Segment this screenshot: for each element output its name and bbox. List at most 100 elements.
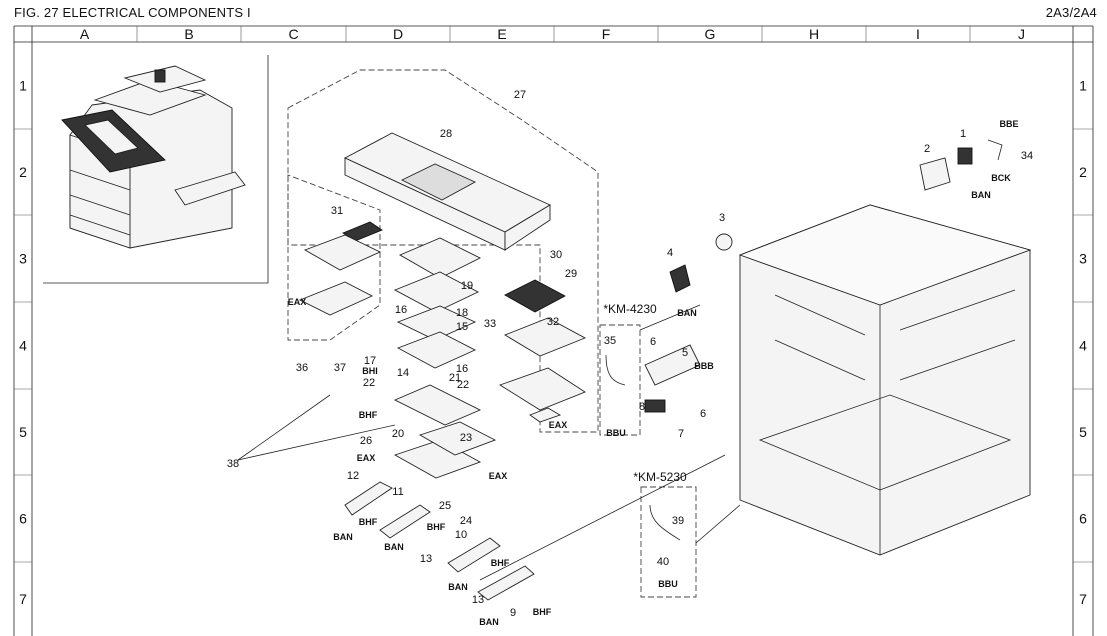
lcd-stack: [393, 237, 482, 426]
row-label-right-7: 7: [1079, 591, 1087, 607]
column-label-a: A: [80, 26, 90, 42]
callout-c21: 21: [449, 372, 461, 384]
row-label-left-2: 2: [19, 164, 27, 180]
callout-c31: 31: [331, 205, 343, 217]
screw-code-s_bhf1: BHF: [359, 410, 378, 420]
callout-c16a: 16: [395, 304, 407, 316]
screw-code-s_ban3: BAN: [448, 582, 468, 592]
parts: [237, 132, 1032, 601]
callout-c11: 11: [392, 486, 403, 498]
leader-lines: [237, 304, 741, 581]
screw-code-s_bbu1: BBU: [606, 428, 626, 438]
callout-c10: 10: [455, 529, 467, 541]
callout-c19: 19: [461, 280, 473, 292]
brackets-5-6-7: [644, 344, 701, 413]
screw-code-s_eax4: EAX: [489, 471, 508, 481]
row-label-left-4: 4: [19, 338, 27, 354]
model-note-n4230: *KM-4230: [603, 302, 657, 316]
column-label-b: B: [184, 26, 193, 42]
row-label-left-1: 1: [19, 78, 27, 94]
items-3-4: [669, 233, 733, 293]
group-outlines: [287, 69, 697, 598]
callout-c22b: 22: [457, 379, 469, 391]
callout-c40: 40: [657, 556, 669, 568]
callout-c30: 30: [550, 249, 562, 261]
callout-c36: 36: [296, 362, 308, 374]
machine-frame: [738, 204, 1032, 556]
callout-c8: 8: [639, 401, 645, 413]
screw-code-s_eax2: EAX: [357, 453, 376, 463]
screw-code-s_ban5: BAN: [971, 190, 991, 200]
column-label-i: I: [916, 26, 920, 42]
screw-code-s_ban6: BAN: [677, 308, 697, 318]
row-label-right-3: 3: [1079, 251, 1087, 267]
row-label-right-2: 2: [1079, 164, 1087, 180]
callout-c6b: 6: [700, 408, 706, 420]
callout-c34: 34: [1021, 150, 1033, 162]
model-note-n5230: *KM-5230: [633, 470, 687, 484]
harnesses: [605, 354, 681, 541]
callout-c1: 1: [960, 128, 966, 140]
brackets: [344, 481, 535, 601]
row-label-left-6: 6: [19, 511, 27, 527]
callout-c5: 5: [682, 347, 688, 359]
callout-c15: 15: [456, 321, 468, 333]
screw-code-s_bbu2: BBU: [658, 579, 678, 589]
model-note-labels: *KM-4230 *KM-5230: [603, 302, 687, 484]
callout-c22a: 22: [363, 377, 375, 389]
screw-code-s_eax3: EAX: [549, 420, 568, 430]
callout-c35: 35: [604, 335, 616, 347]
screw-code-s_bhi: BHI: [362, 366, 378, 376]
column-label-d: D: [393, 26, 403, 42]
screw-code-s_ban1: BAN: [333, 532, 353, 542]
row-label-right-4: 4: [1079, 338, 1087, 354]
callout-c26: 26: [360, 435, 372, 447]
column-label-h: H: [809, 26, 819, 42]
callout-c7: 7: [678, 428, 684, 440]
callout-c18: 18: [456, 307, 468, 319]
row-dividers: [14, 128, 1093, 563]
row-label-left-7: 7: [19, 591, 27, 607]
screw-code-s_eax1: EAX: [288, 297, 307, 307]
copier-illustration: [61, 65, 246, 249]
callout-c16b: 16: [456, 363, 468, 375]
column-label-e: E: [497, 26, 506, 42]
figure-title: FIG. 27 ELECTRICAL COMPONENTS I: [14, 5, 251, 20]
callout-c20: 20: [392, 428, 404, 440]
row-label-right-6: 6: [1079, 511, 1087, 527]
callout-c25: 25: [439, 500, 451, 512]
column-dividers: [136, 26, 971, 42]
callout-c17: 17: [364, 355, 376, 367]
callout-c33: 33: [484, 318, 496, 330]
screw-code-s_ban2: BAN: [384, 542, 404, 552]
callout-c13a: 13: [420, 553, 432, 565]
column-label-j: J: [1018, 26, 1025, 42]
callout-c6a: 6: [650, 336, 656, 348]
column-label-f: F: [602, 26, 611, 42]
figure-code: 2A3/2A4: [1045, 5, 1097, 20]
operation-panel: [343, 132, 551, 251]
screw-code-s_bhf2: BHF: [359, 517, 378, 527]
callout-c27: 27: [514, 89, 526, 101]
screw-code-s_bhf4: BHF: [491, 558, 510, 568]
callout-c23: 23: [460, 432, 472, 444]
screw-code-s_bhf5: BHF: [533, 607, 552, 617]
callout-c32: 32: [547, 316, 559, 328]
row-label-right-5: 5: [1079, 424, 1087, 440]
callout-c39: 39: [672, 515, 684, 527]
pcb-lower: [393, 421, 497, 479]
callout-c4: 4: [667, 247, 673, 259]
row-label-left-5: 5: [19, 424, 27, 440]
callout-c3: 3: [719, 212, 725, 224]
callout-c9: 9: [510, 607, 516, 619]
screw-code-s_bck: BCK: [991, 173, 1011, 183]
callout-c14: 14: [397, 367, 409, 379]
column-label-c: C: [288, 26, 298, 42]
callout-c24: 24: [460, 515, 472, 527]
callout-c38: 38: [227, 458, 239, 470]
callout-c2: 2: [924, 143, 930, 155]
